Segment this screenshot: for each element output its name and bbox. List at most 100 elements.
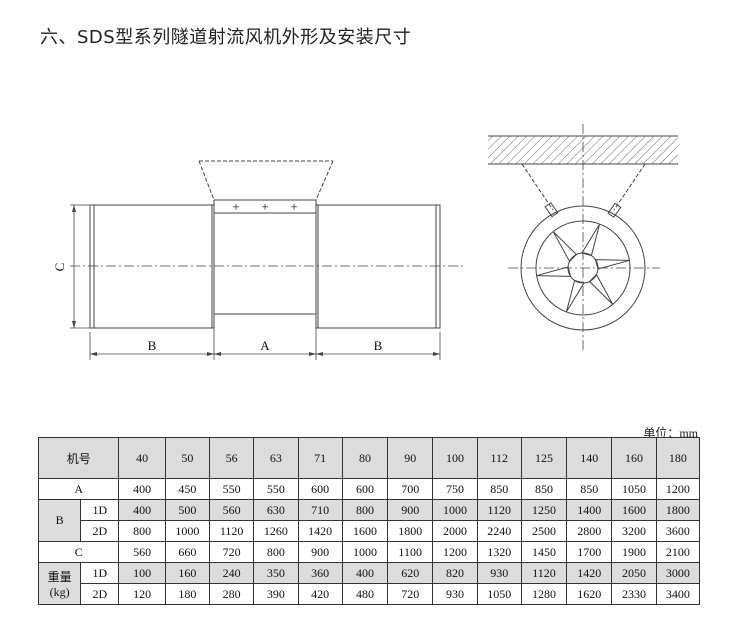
b2-cell: 2800 bbox=[566, 520, 613, 542]
dim-label-c: C bbox=[52, 263, 67, 272]
w1-cell: 3000 bbox=[655, 562, 701, 584]
b2-cell: 3600 bbox=[655, 520, 701, 542]
w2-cell: 390 bbox=[253, 583, 299, 605]
a-cell: 1050 bbox=[611, 478, 657, 500]
row-label-b2: 2D bbox=[80, 520, 120, 542]
b1-cell: 1000 bbox=[432, 499, 478, 521]
b1-cell: 800 bbox=[341, 499, 389, 521]
b2-cell: 1420 bbox=[297, 520, 343, 542]
weight-label-2: (kg) bbox=[49, 584, 70, 599]
a-cell: 550 bbox=[209, 478, 255, 500]
dim-label-b-left: B bbox=[148, 338, 157, 353]
model-cell: 80 bbox=[341, 437, 389, 479]
model-cell: 50 bbox=[164, 437, 211, 479]
unit-label: 单位：mm bbox=[643, 426, 698, 440]
b1-cell: 400 bbox=[118, 499, 166, 521]
b1-cell: 1600 bbox=[611, 499, 657, 521]
model-cell: 180 bbox=[655, 437, 701, 479]
a-cell: 400 bbox=[118, 478, 166, 500]
b2-cell: 2500 bbox=[520, 520, 568, 542]
w1-cell: 1120 bbox=[520, 562, 568, 584]
b1-cell: 1800 bbox=[655, 499, 701, 521]
b1-cell: 710 bbox=[297, 499, 343, 521]
model-cell: 90 bbox=[387, 437, 434, 479]
b2-cell: 2240 bbox=[476, 520, 522, 542]
a-cell: 700 bbox=[387, 478, 434, 500]
a-cell: 850 bbox=[476, 478, 522, 500]
w1-cell: 100 bbox=[118, 562, 166, 584]
b1-cell: 630 bbox=[253, 499, 299, 521]
w1-cell: 360 bbox=[297, 562, 343, 584]
c-cell: 1000 bbox=[341, 541, 389, 563]
b1-cell: 900 bbox=[387, 499, 434, 521]
row-label-c: C bbox=[37, 541, 120, 563]
c-cell: 2100 bbox=[655, 541, 701, 563]
a-cell: 850 bbox=[520, 478, 568, 500]
c-cell: 1900 bbox=[611, 541, 657, 563]
fan-blade bbox=[565, 279, 585, 313]
row-label-w1: 1D bbox=[80, 562, 120, 584]
a-cell: 850 bbox=[566, 478, 613, 500]
fan-blade bbox=[536, 266, 572, 277]
model-cell: 63 bbox=[253, 437, 299, 479]
header-model: 机号 bbox=[37, 437, 120, 479]
c-cell: 1320 bbox=[476, 541, 522, 563]
w1-cell: 930 bbox=[476, 562, 522, 584]
row-label-b1: 1D bbox=[80, 499, 120, 521]
w2-cell: 1050 bbox=[476, 583, 522, 605]
row-label-w2: 2D bbox=[80, 583, 120, 605]
w2-cell: 1280 bbox=[520, 583, 568, 605]
c-cell: 900 bbox=[297, 541, 343, 563]
page-title: 六、SDS型系列隧道射流风机外形及安装尺寸 bbox=[40, 27, 412, 48]
w2-cell: 480 bbox=[341, 583, 389, 605]
w2-cell: 3400 bbox=[655, 583, 701, 605]
model-cell: 160 bbox=[611, 437, 657, 479]
b2-cell: 1000 bbox=[164, 520, 211, 542]
w1-cell: 400 bbox=[341, 562, 389, 584]
row-label-weight: 重量(kg) bbox=[37, 562, 82, 605]
plus-marks: + + + bbox=[232, 199, 297, 214]
fan-blade bbox=[594, 259, 630, 270]
c-cell: 1450 bbox=[520, 541, 568, 563]
c-cell: 560 bbox=[118, 541, 166, 563]
w1-cell: 820 bbox=[432, 562, 478, 584]
b2-cell: 1800 bbox=[387, 520, 434, 542]
dim-label-b-right: B bbox=[374, 338, 383, 353]
w1-cell: 240 bbox=[209, 562, 255, 584]
c-cell: 720 bbox=[209, 541, 255, 563]
b2-cell: 1600 bbox=[341, 520, 389, 542]
b1-cell: 500 bbox=[164, 499, 211, 521]
model-cell: 140 bbox=[566, 437, 613, 479]
a-cell: 450 bbox=[164, 478, 211, 500]
fan-drawing: + + + C B A B bbox=[52, 124, 678, 360]
w2-cell: 720 bbox=[387, 583, 434, 605]
a-cell: 600 bbox=[297, 478, 343, 500]
b2-cell: 3200 bbox=[611, 520, 657, 542]
w2-cell: 930 bbox=[432, 583, 478, 605]
c-cell: 1700 bbox=[566, 541, 613, 563]
model-cell: 40 bbox=[118, 437, 166, 479]
svg-text:+: + bbox=[232, 199, 239, 214]
fan-blade bbox=[588, 273, 614, 305]
c-cell: 1200 bbox=[432, 541, 478, 563]
svg-text:+: + bbox=[261, 199, 268, 214]
w2-cell: 420 bbox=[297, 583, 343, 605]
b2-cell: 2000 bbox=[432, 520, 478, 542]
c-cell: 800 bbox=[253, 541, 299, 563]
w1-cell: 620 bbox=[387, 562, 434, 584]
w1-cell: 2050 bbox=[611, 562, 657, 584]
b1-cell: 560 bbox=[209, 499, 255, 521]
b2-cell: 1260 bbox=[253, 520, 299, 542]
model-cell: 56 bbox=[209, 437, 255, 479]
a-cell: 550 bbox=[253, 478, 299, 500]
b1-cell: 1120 bbox=[476, 499, 522, 521]
w1-cell: 160 bbox=[164, 562, 211, 584]
row-label-b: B bbox=[37, 499, 82, 542]
w2-cell: 280 bbox=[209, 583, 255, 605]
